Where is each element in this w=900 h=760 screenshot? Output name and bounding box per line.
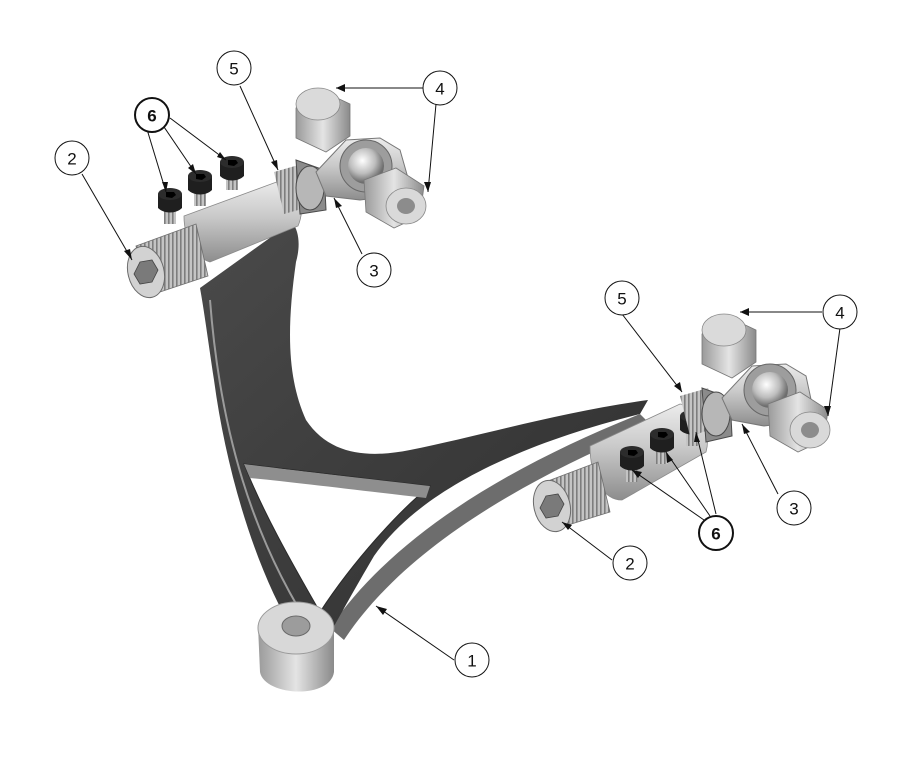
callout-5b: 5 bbox=[604, 280, 640, 316]
callout-1: 1 bbox=[454, 642, 490, 678]
callout-6b: 6 bbox=[698, 515, 734, 551]
leader-4b-side bbox=[827, 327, 841, 417]
spacer-right-upper bbox=[701, 313, 757, 379]
leader-4a-side bbox=[427, 103, 437, 193]
spacer-right-lower bbox=[767, 391, 831, 453]
callout-5a: 5 bbox=[216, 50, 252, 86]
arm-hole-inner-wall bbox=[244, 464, 430, 498]
socket-screw-left-2 bbox=[188, 170, 212, 206]
callout-2b-label: 2 bbox=[625, 555, 634, 574]
callout-3a-label: 3 bbox=[369, 262, 378, 281]
socket-screw-left-3 bbox=[220, 156, 244, 190]
leader-5a bbox=[239, 85, 279, 171]
arm-edge-highlight bbox=[209, 299, 317, 637]
leader-5b bbox=[621, 313, 683, 393]
lower-boss bbox=[257, 601, 335, 692]
callout-6b-label: 6 bbox=[711, 525, 720, 544]
callout-3a: 3 bbox=[356, 252, 392, 288]
callout-5b-label: 5 bbox=[617, 290, 626, 309]
leader-6a-1 bbox=[145, 125, 167, 193]
socket-screw-right-2 bbox=[650, 428, 674, 464]
leader-6b-2 bbox=[665, 451, 711, 517]
leader-6b-1 bbox=[631, 469, 705, 521]
callout-4a: 4 bbox=[422, 70, 458, 106]
threaded-sleeve-right bbox=[532, 461, 611, 533]
arrowheads bbox=[124, 84, 831, 615]
callout-3b: 3 bbox=[776, 490, 812, 526]
callout-4a-label: 4 bbox=[435, 80, 444, 99]
wishbone-arm bbox=[200, 222, 652, 646]
socket-screw-left-1 bbox=[158, 188, 182, 224]
left-bracket-assembly bbox=[126, 87, 427, 299]
leader-3a bbox=[333, 197, 363, 255]
leader-1 bbox=[375, 605, 455, 661]
spacer-left-lower bbox=[363, 167, 427, 229]
callout-4b: 4 bbox=[822, 294, 858, 330]
callout-2a: 2 bbox=[54, 140, 90, 176]
hex-socket-left bbox=[133, 259, 159, 285]
callout-5a-label: 5 bbox=[229, 60, 238, 79]
callout-6a-label: 6 bbox=[147, 107, 156, 126]
callout-6a: 6 bbox=[134, 97, 170, 133]
leader-6a-2 bbox=[161, 123, 197, 175]
callout-1-label: 1 bbox=[467, 652, 476, 671]
leader-6a-3 bbox=[169, 117, 227, 161]
threaded-sleeve-left bbox=[126, 223, 209, 299]
leader-2b bbox=[561, 521, 613, 561]
leader-6b-3 bbox=[695, 431, 717, 515]
leader-lines bbox=[81, 84, 841, 661]
leader-2a bbox=[81, 173, 133, 261]
hex-socket-right bbox=[539, 493, 565, 519]
callouts: 1 2 2 3 3 4 4 5 bbox=[54, 50, 858, 678]
callout-2a-label: 2 bbox=[67, 150, 76, 169]
boss-bore bbox=[281, 615, 311, 637]
arm-lightening-hole bbox=[243, 463, 432, 613]
callout-2b: 2 bbox=[612, 545, 648, 581]
spacer-left-upper bbox=[295, 87, 351, 153]
right-bracket-assembly bbox=[532, 313, 831, 533]
arm-main-face bbox=[200, 222, 648, 642]
socket-screw-right-1 bbox=[620, 446, 644, 482]
callout-4b-label: 4 bbox=[835, 304, 844, 323]
callout-3b-label: 3 bbox=[789, 500, 798, 519]
leader-3b bbox=[741, 423, 779, 495]
